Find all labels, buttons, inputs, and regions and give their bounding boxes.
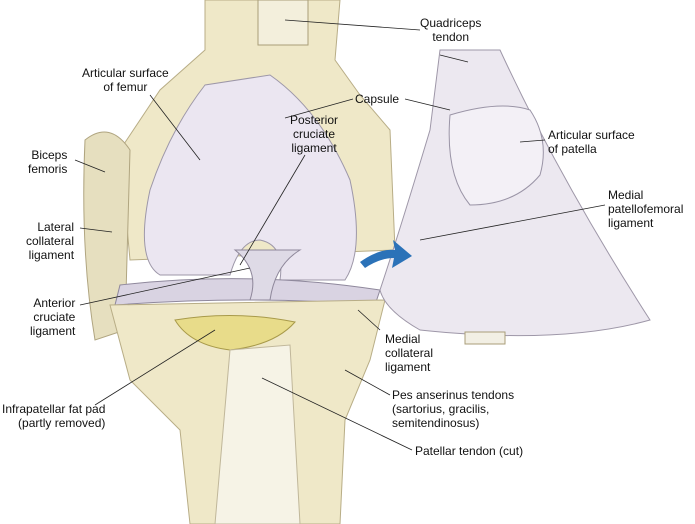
label-pes-anserinus: Pes anserinus tendons (sartorius, gracil… (392, 388, 514, 430)
label-line: Biceps (31, 148, 68, 162)
quadriceps-tendon-stub (257, 0, 309, 46)
label-line: Articular surface (548, 128, 635, 142)
label-line: Quadriceps (420, 16, 482, 30)
patellar-tendon (214, 344, 301, 524)
label-line: Medial (385, 332, 421, 346)
label-infrapatellar-fat-pad: Infrapatellar fat pad (partly removed) (2, 402, 105, 430)
label-posterior-cruciate: Posterior cruciate ligament (290, 113, 338, 155)
infrapatellar-fat-pad (174, 314, 296, 351)
label-articular-surface-femur: Articular surface of femur (82, 66, 169, 94)
label-line: femoris (28, 162, 68, 176)
label-line: Lateral (37, 220, 75, 234)
flip-arrow-icon (360, 240, 412, 268)
label-medial-collateral: Medial collateral ligament (385, 332, 433, 374)
label-line: ligament (291, 141, 337, 155)
label-capsule: Capsule (355, 92, 400, 106)
label-quadriceps-tendon: Quadriceps tendon (420, 16, 481, 44)
label-line: collateral (385, 346, 434, 360)
patellar-tendon-cut (464, 331, 506, 345)
label-biceps-femoris: Biceps femoris (28, 148, 67, 176)
cruciate-ligaments (233, 249, 302, 301)
label-line: Anterior (33, 296, 76, 310)
biceps-femoris (83, 131, 131, 341)
label-line: Pes anserinus tendons (392, 388, 515, 402)
label-line: tendon (432, 30, 470, 44)
label-articular-surface-patella: Articular surface of patella (548, 128, 635, 156)
label-line: cruciate (293, 127, 336, 141)
label-line: Articular surface (82, 66, 169, 80)
label-line: Medial (608, 188, 644, 202)
label-line: ligament (28, 248, 75, 262)
leader-lines (74, 19, 606, 451)
label-lateral-collateral: Lateral collateral ligament (26, 220, 74, 262)
label-line: semitendinosus) (392, 416, 480, 430)
label-patellar-tendon: Patellar tendon (cut) (415, 444, 524, 458)
label-line: Posterior (290, 113, 339, 127)
label-line: of patella (548, 142, 597, 156)
label-line: of femur (103, 80, 148, 94)
femur-articular-surface (143, 74, 357, 281)
label-line: Infrapatellar fat pad (2, 402, 106, 416)
label-line: ligament (385, 360, 431, 374)
label-line: ligament (30, 324, 76, 338)
label-medial-patellofemoral: Medial patellofemoral ligament (608, 188, 683, 230)
patella-articular-surface (448, 105, 544, 206)
label-line: (partly removed) (18, 416, 106, 430)
label-line: ligament (608, 216, 654, 230)
label-line: patellofemoral (608, 202, 684, 216)
label-anterior-cruciate: Anterior cruciate ligament (30, 296, 75, 338)
label-line: collateral (26, 234, 75, 248)
label-line: cruciate (33, 310, 76, 324)
label-line: (sartorius, gracilis, (392, 402, 490, 416)
